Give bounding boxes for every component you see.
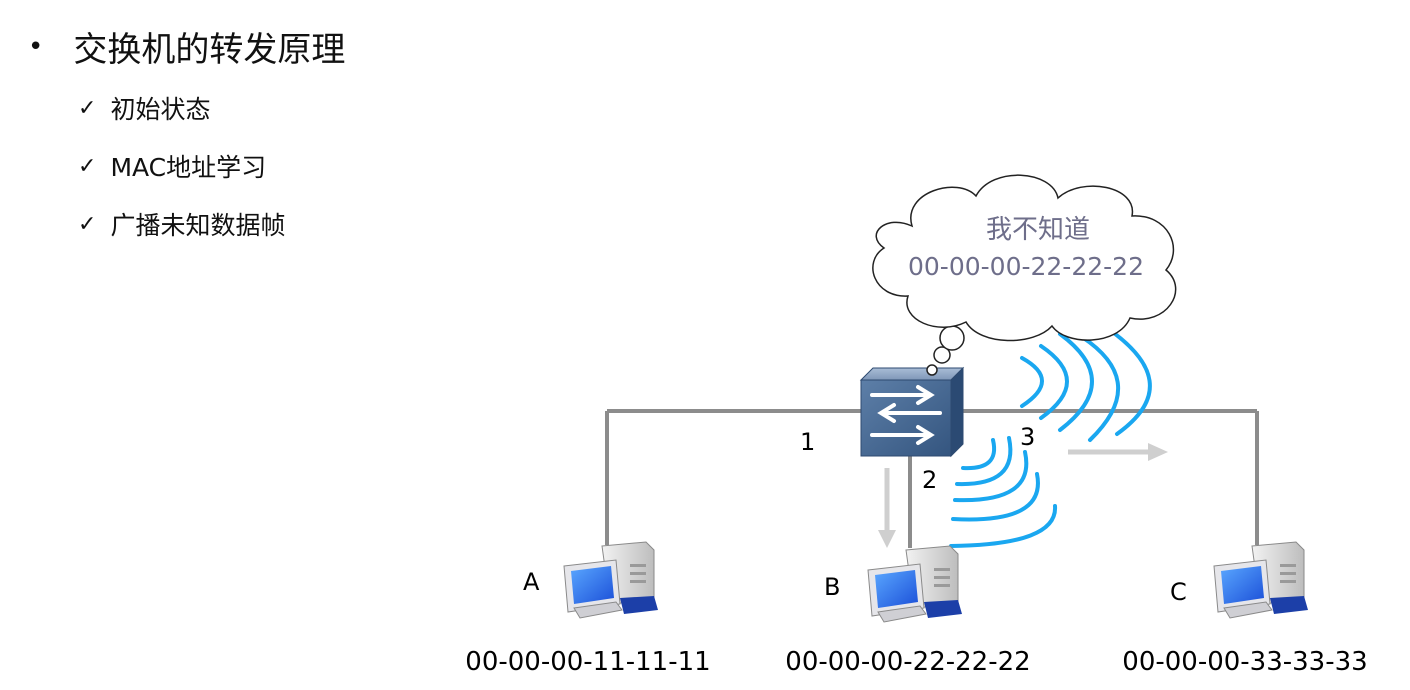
check-icon: ✓ (78, 153, 97, 179)
sub-item-initial-state: ✓ 初始状态 (78, 90, 210, 126)
wave-right-3 (1058, 332, 1094, 432)
check-icon: ✓ (78, 95, 97, 121)
port-label-2: 2 (922, 466, 937, 494)
main-bullet: • 交换机的转发原理 (28, 22, 345, 71)
sub-item-mac-learning: ✓ MAC地址学习 (78, 148, 266, 184)
mac-label: 00-00-00-33-33-33 (1122, 647, 1367, 677)
computer-icon (867, 545, 963, 623)
host-c[interactable]: C 00-00-00-33-33-33 (1122, 541, 1368, 677)
cloud-text-line1: 我不知道 (986, 215, 1090, 245)
wave-right-1 (1020, 356, 1044, 408)
main-bullet-text: 交换机的转发原理 (73, 30, 346, 70)
wave-right-4 (1080, 335, 1121, 442)
computer-icon (563, 541, 659, 619)
computer-icon (1213, 541, 1309, 619)
thought-cloud-icon (872, 174, 1177, 376)
sub-item-label: MAC地址学习 (110, 153, 267, 182)
host-a[interactable]: A 00-00-00-11-11-11 (465, 541, 711, 677)
mac-label: 00-00-00-22-22-22 (785, 647, 1030, 677)
port-labels: 1 2 3 (800, 423, 1035, 494)
cloud-text-line2: 00-00-00-22-22-22 (908, 252, 1144, 281)
broadcast-waves (949, 322, 1152, 548)
switch-icon[interactable] (859, 366, 965, 458)
check-icon: ✓ (78, 211, 97, 237)
sub-item-broadcast-unknown: ✓ 广播未知数据帧 (78, 206, 285, 242)
wave-down-4 (951, 472, 1040, 522)
host-label: C (1170, 578, 1187, 606)
mac-label: 00-00-00-11-11-11 (465, 647, 710, 677)
wave-down-5 (949, 504, 1058, 548)
host-b[interactable]: B 00-00-00-22-22-22 (785, 545, 1031, 677)
host-label: A (523, 568, 540, 596)
wave-down-2 (955, 436, 1013, 487)
sub-item-label: 广播未知数据帧 (110, 211, 286, 240)
wave-right-2 (1039, 344, 1069, 420)
wave-down-3 (953, 450, 1029, 503)
bullet-dot: • (28, 31, 44, 62)
wave-right-5 (1099, 322, 1152, 436)
port-label-1: 1 (800, 428, 815, 456)
wave-down-1 (961, 438, 997, 471)
cloud-text: 我不知道 00-00-00-22-22-22 (908, 215, 1144, 281)
arrowhead-down (878, 530, 896, 548)
sub-item-label: 初始状态 (110, 95, 211, 124)
port-label-3: 3 (1020, 423, 1035, 451)
forward-arrows (878, 443, 1168, 548)
arrowhead-right (1148, 443, 1168, 461)
host-label: B (824, 573, 840, 601)
